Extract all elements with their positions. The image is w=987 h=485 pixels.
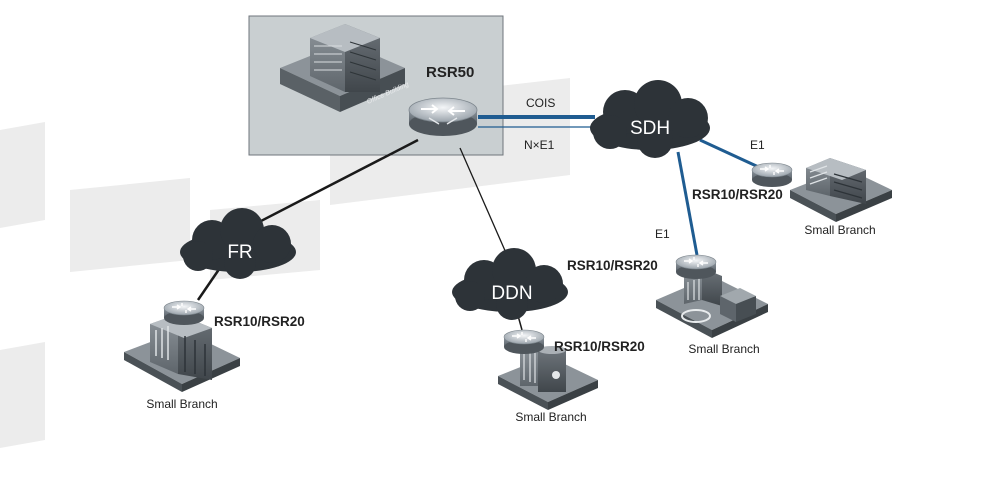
link-sdh-right-branch [699, 138, 766, 172]
link-label-cois: COIS [526, 96, 555, 110]
branch-sdh-mid-router-icon[interactable] [675, 254, 717, 280]
link-label-e1-right: E1 [750, 138, 765, 152]
hq-router-label: RSR50 [426, 64, 474, 81]
branch-sdh-right-label: Small Branch [804, 223, 875, 237]
sdh-cloud-label: SDH [630, 118, 670, 139]
branch-sdh-mid-label: Small Branch [688, 342, 759, 356]
branch-ddn-router-icon[interactable] [503, 329, 545, 355]
branch-sdh-right-building-icon [790, 158, 892, 222]
branch-fr-building-icon [124, 314, 240, 392]
link-label-ne1: N×E1 [524, 138, 555, 152]
link-hq-ddn [459, 147, 511, 263]
branch-sdh-mid-building-icon [656, 268, 768, 338]
ddn-cloud-label: DDN [491, 283, 532, 304]
link-label-e1-mid: E1 [655, 227, 670, 241]
link-sdh-mid-branch [676, 151, 699, 256]
branch-ddn-router-label: RSR10/RSR20 [554, 339, 645, 354]
branch-ddn-label: Small Branch [515, 410, 586, 424]
fr-cloud-icon[interactable]: FR [180, 208, 296, 279]
link-hq-fr [231, 138, 419, 238]
sdh-cloud-icon[interactable]: SDH [590, 80, 710, 158]
rsr50-router-icon[interactable] [408, 97, 478, 137]
fr-cloud-label: FR [227, 242, 252, 263]
ddn-cloud-icon[interactable]: DDN [452, 248, 568, 320]
branch-fr-router-label: RSR10/RSR20 [214, 314, 305, 329]
branch-sdh-right-router-label: RSR10/RSR20 [692, 187, 783, 202]
branch-sdh-right-router-icon[interactable] [751, 162, 793, 188]
branch-fr-label: Small Branch [146, 397, 217, 411]
branch-sdh-mid-router-label: RSR10/RSR20 [567, 258, 658, 273]
branch-fr-router-icon[interactable] [163, 300, 205, 326]
branch-ddn-building-icon [498, 343, 598, 410]
